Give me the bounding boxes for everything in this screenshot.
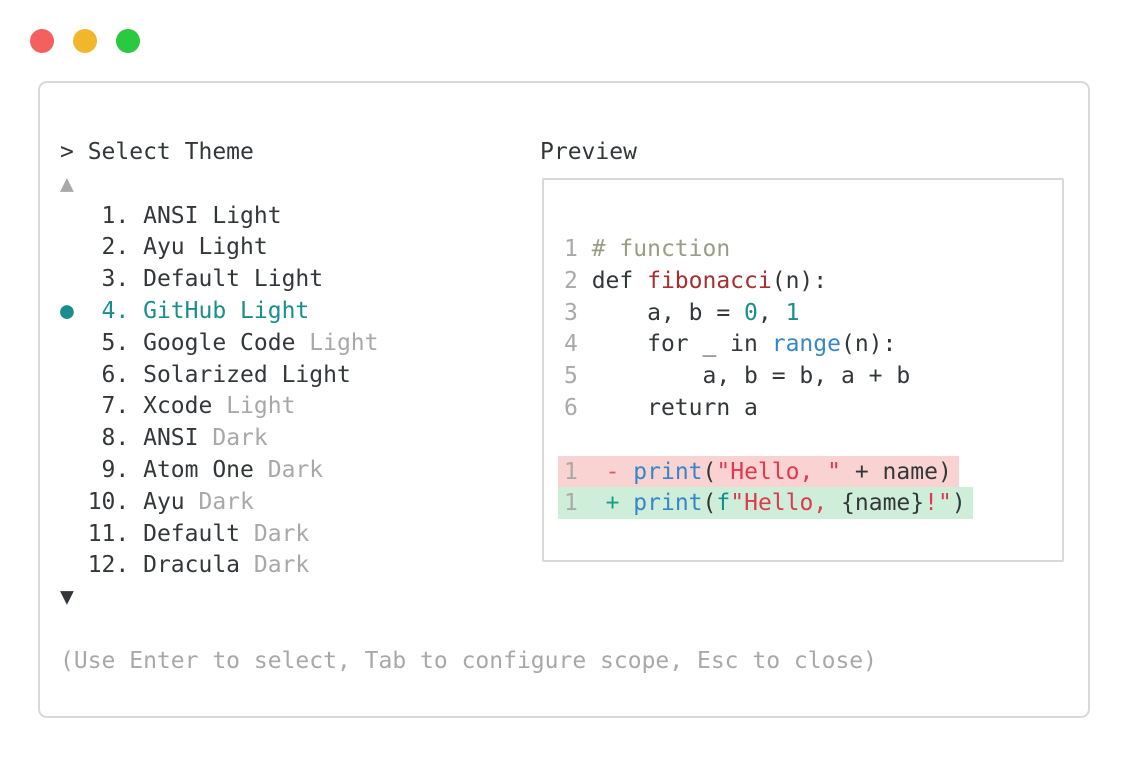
code-preview-panel: 1 # function 2 def fibonacci(n): 3 a, b = … <box>542 178 1064 562</box>
selected-theme-bullet-icon: ● <box>60 297 74 324</box>
theme-picker-window: > Select Theme ▲ 1. ANSI Light 2. Ayu Li… <box>38 81 1090 718</box>
select-theme-prompt: > Select Theme <box>60 139 254 165</box>
close-button-icon[interactable] <box>30 29 54 53</box>
theme-option-solarized-light[interactable]: 6. Solarized Light <box>60 361 351 388</box>
diff-added-line: 1 + print(f"Hello, {name}!") <box>558 487 973 520</box>
theme-list: 1. ANSI Light 2. Ayu Light 3. Default Li… <box>60 201 877 583</box>
preview-title: Preview <box>540 137 637 169</box>
help-text: (Use Enter to select, Tab to configure s… <box>60 647 877 674</box>
diff-removed-line: 1 - print("Hello, " + name) <box>558 455 973 489</box>
code-line: 5 a, b = b, a + b <box>564 363 911 390</box>
code-line: 3 a, b = 0, 1 <box>564 299 800 326</box>
code-line: 4 for _ in range(n): <box>564 331 897 358</box>
spacer-row <box>60 614 877 646</box>
code-line: 1 # function <box>564 236 731 262</box>
window-controls <box>30 29 140 53</box>
preview-title-label: Preview <box>540 139 637 165</box>
theme-option-atom-one-dark[interactable]: 9. Atom One Dark <box>60 456 324 483</box>
minimize-button-icon[interactable] <box>73 29 97 53</box>
theme-option-ayu-light[interactable]: 2. Ayu Light <box>60 234 268 261</box>
theme-option-ansi-light[interactable]: 1. ANSI Light <box>60 202 282 229</box>
theme-option-default-light[interactable]: 3. Default Light <box>60 266 324 293</box>
code-block: 1 # function 2 def fibonacci(n): 3 a, b = … <box>558 234 973 520</box>
theme-option-dracula-dark[interactable]: 12. Dracula Dark <box>60 552 310 579</box>
theme-option-xcode-light[interactable]: 7. Xcode Light <box>60 393 296 420</box>
theme-option-ayu-dark[interactable]: 10. Ayu Dark <box>60 488 254 515</box>
code-line: 6 return a <box>564 394 758 421</box>
maximize-button-icon[interactable] <box>116 29 140 53</box>
theme-option-github-light[interactable]: ● 4. GitHub Light <box>60 296 877 328</box>
theme-option-ansi-dark[interactable]: 8. ANSI Dark <box>60 425 268 452</box>
code-line <box>564 425 973 457</box>
theme-picker-panel: > Select Theme ▲ 1. ANSI Light 2. Ayu Li… <box>60 137 877 678</box>
scroll-up-icon[interactable]: ▲ <box>60 170 74 197</box>
theme-option-default-dark[interactable]: 11. Default Dark <box>60 520 310 547</box>
theme-option-google-code-light[interactable]: 5. Google Code Light <box>60 329 379 356</box>
code-line: 2 def fibonacci(n): <box>564 267 828 294</box>
scroll-down-icon[interactable]: ▼ <box>60 584 74 611</box>
